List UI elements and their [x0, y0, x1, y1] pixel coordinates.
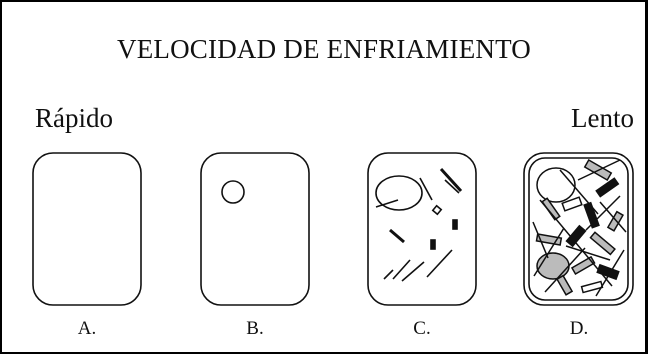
- panel-c-label: C.: [413, 318, 431, 339]
- panel-c-needle: [375, 199, 399, 208]
- panel-c-needle: [444, 179, 460, 194]
- panel-d-label: D.: [569, 318, 589, 339]
- panel-d-needle: [544, 247, 586, 293]
- panel-d-needle: [559, 169, 599, 215]
- panel-d-inner-outline: [528, 157, 629, 301]
- panel-d-large-crystal: [536, 167, 576, 203]
- panel-d-needle: [585, 195, 621, 231]
- panel-c-outline: [367, 152, 477, 306]
- panel-d-crystals: [532, 159, 627, 297]
- slow-label: Lento: [571, 103, 634, 133]
- panel-d-crystal: [595, 177, 620, 198]
- panel-d-needle: [577, 159, 621, 181]
- panel-c-small-crystal: [452, 219, 458, 230]
- panel-d-needle: [539, 199, 613, 287]
- fast-label: Rápido: [35, 103, 113, 133]
- panel-d-crystal: [561, 196, 583, 212]
- panel-b-label: B.: [246, 318, 264, 339]
- panel-a-label: A.: [77, 318, 97, 339]
- panel-d-crystal: [580, 280, 604, 294]
- panel-c-needle: [383, 269, 394, 280]
- panel-c-large-crystal: [375, 175, 423, 211]
- panel-d-needle: [599, 201, 627, 233]
- panel-d-needle: [532, 221, 549, 259]
- figure-title: VELOCIDAD DE ENFRIAMIENTO: [117, 34, 531, 64]
- panel-d-crystal: [565, 224, 587, 248]
- panel-c-needle: [439, 167, 463, 193]
- panel-d-crystal: [570, 255, 596, 275]
- panel-c-needle: [419, 177, 433, 201]
- panel-c-needle: [389, 228, 405, 244]
- panel-d-needle: [595, 249, 625, 297]
- panel-d-needle: [533, 227, 565, 277]
- panel-c-small-crystal: [430, 239, 436, 250]
- panel-a-outline: [32, 152, 142, 306]
- panel-c-needle: [401, 261, 425, 282]
- panel-d-large-crystal: [536, 252, 570, 280]
- panel-b-nucleus: [221, 180, 245, 204]
- panel-c-needle: [426, 249, 453, 278]
- panel-b-outline: [200, 152, 310, 306]
- panel-d-crystal: [589, 231, 616, 256]
- panel-d-outline: [523, 152, 634, 306]
- panel-d-needle: [565, 245, 611, 261]
- panel-c-small-crystal: [431, 204, 443, 216]
- panel-d-crystal: [596, 263, 620, 281]
- panel-c-needle: [392, 259, 411, 280]
- panel-d-crystal: [556, 274, 574, 296]
- panel-c-crystals: [375, 167, 463, 282]
